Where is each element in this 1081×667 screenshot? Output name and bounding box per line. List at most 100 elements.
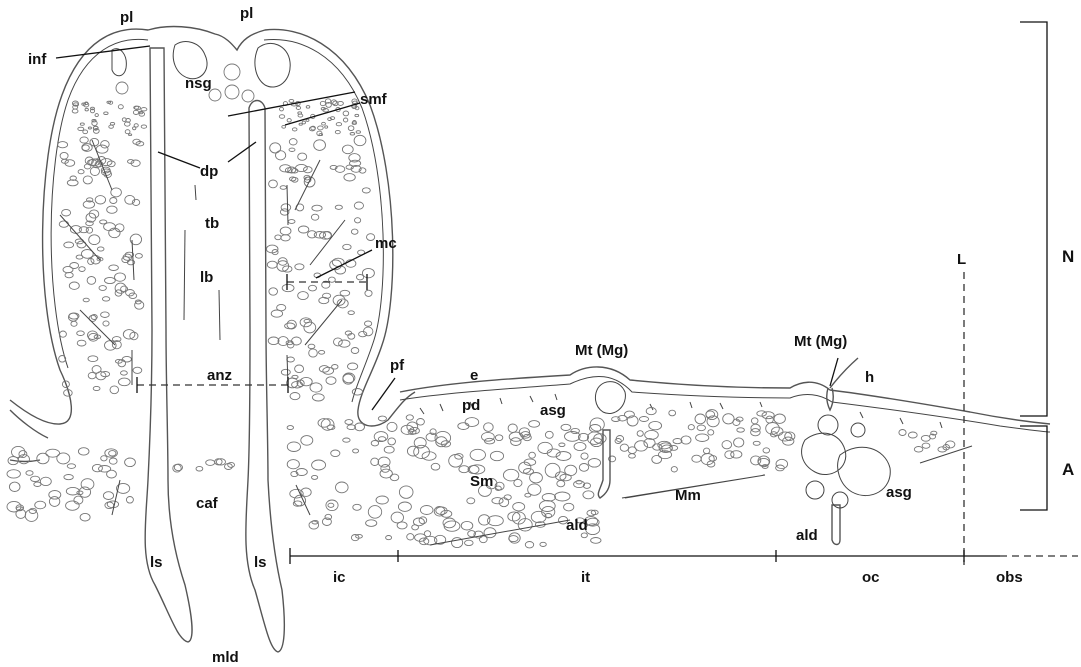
- tissue-cell: [359, 168, 366, 173]
- tissue-cell: [80, 137, 88, 143]
- tissue-cell: [77, 331, 85, 336]
- tissue-cell: [126, 497, 133, 504]
- tissue-cell: [101, 456, 107, 461]
- tissue-cell: [92, 464, 102, 471]
- hair-structure: [827, 358, 858, 410]
- tissue-cell: [348, 311, 354, 315]
- tissue-cell: [495, 435, 502, 441]
- tissue-cell: [538, 442, 552, 453]
- tissue-cell: [133, 127, 136, 130]
- tissue-cell: [110, 386, 119, 394]
- tissue-cell: [490, 451, 503, 460]
- tissue-cell: [105, 277, 116, 283]
- tissue-cell: [282, 125, 286, 128]
- tissue-cell: [391, 512, 403, 523]
- tissue-cell: [309, 285, 317, 291]
- tissue-cell: [351, 535, 359, 541]
- label-asg-2: asg: [886, 484, 912, 501]
- tissue-cell: [60, 331, 67, 337]
- tissue-cell: [344, 174, 355, 181]
- label-caf: caf: [196, 495, 219, 512]
- tissue-cell: [628, 447, 636, 454]
- tissue-cell: [343, 438, 350, 442]
- tissue-cell: [280, 227, 291, 235]
- tissue-cell: [336, 123, 341, 126]
- tissue-cell: [104, 223, 116, 231]
- tissue-cell: [646, 408, 656, 415]
- tissue-cell: [312, 205, 322, 211]
- tissue-cell: [325, 126, 328, 128]
- tissue-cell: [86, 227, 92, 233]
- tissue-cell: [103, 321, 109, 326]
- tissue-cell: [287, 357, 295, 362]
- duct-left: [145, 48, 192, 642]
- tissue-cell: [298, 292, 309, 300]
- tissue-cell: [530, 473, 543, 483]
- tissue-cell: [645, 430, 659, 439]
- tissue-cell: [287, 426, 293, 430]
- tissue-cell: [279, 115, 284, 119]
- tissue-cell: [331, 450, 340, 457]
- tissue-cell: [499, 498, 509, 507]
- tissue-cell: [725, 451, 734, 459]
- label-asg-1: asg: [540, 402, 566, 419]
- tissue-cell: [484, 528, 496, 538]
- tissue-cell: [110, 122, 114, 125]
- tissue-cell: [95, 114, 98, 117]
- tissue-cell: [135, 301, 144, 309]
- tissue-cell: [322, 122, 326, 125]
- tissue-cell: [79, 487, 91, 497]
- tissue-cell: [629, 454, 636, 458]
- label-mt-mg-2: Mt (Mg): [794, 333, 847, 350]
- tissue-cell: [85, 108, 88, 111]
- tissue-cell: [78, 448, 89, 455]
- tissue-cell: [649, 421, 662, 429]
- tissue-cell: [281, 369, 290, 375]
- label-L: L: [957, 251, 966, 268]
- tissue-cell: [355, 423, 365, 431]
- tissue-cell: [83, 176, 92, 184]
- tissue-cell: [348, 126, 354, 131]
- tissue-cell: [320, 101, 325, 105]
- tissue-cell: [359, 331, 367, 336]
- tissue-cell: [763, 448, 770, 453]
- tissue-cell: [83, 130, 88, 134]
- tissue-cell: [308, 231, 317, 238]
- tissue-cell: [696, 434, 709, 442]
- tissue-cell: [766, 416, 773, 423]
- tissue-cell: [304, 167, 313, 173]
- tissue-cell: [292, 177, 298, 182]
- tissue-cell: [365, 321, 372, 326]
- tissue-cell: [95, 196, 105, 204]
- tissue-cell: [88, 127, 91, 129]
- tissue-cell: [588, 459, 600, 468]
- tissue-cell: [296, 106, 300, 109]
- tissue-cell: [102, 297, 109, 301]
- tissue-cell: [620, 444, 628, 451]
- tissue-cell: [280, 107, 284, 111]
- tissue-cell: [81, 479, 94, 490]
- tissue-cell: [417, 419, 425, 426]
- label-Sm: Sm: [470, 473, 493, 490]
- tissue-cell: [908, 432, 917, 438]
- tissue-cell: [268, 337, 279, 345]
- tissue-cell: [82, 145, 89, 151]
- tissue-cell: [298, 153, 307, 160]
- tissue-cell: [583, 491, 594, 499]
- tissue-cell: [122, 257, 130, 263]
- tissue-cell: [339, 340, 350, 347]
- tissue-cell: [387, 422, 397, 431]
- tissue-cell: [398, 502, 411, 511]
- tissue-cell: [72, 109, 78, 113]
- tissue-cell: [561, 424, 571, 430]
- tissue-cell: [295, 365, 304, 373]
- tissue-cell: [335, 205, 342, 209]
- tissue-cell: [319, 350, 325, 354]
- tissue-cell: [378, 437, 386, 441]
- tissue-cell: [354, 135, 366, 145]
- tissue-cell: [340, 290, 350, 296]
- tissue-cell: [109, 265, 119, 271]
- tissue-cell: [123, 330, 135, 339]
- tissue-cell: [669, 410, 676, 416]
- bracket-A: [1020, 426, 1047, 510]
